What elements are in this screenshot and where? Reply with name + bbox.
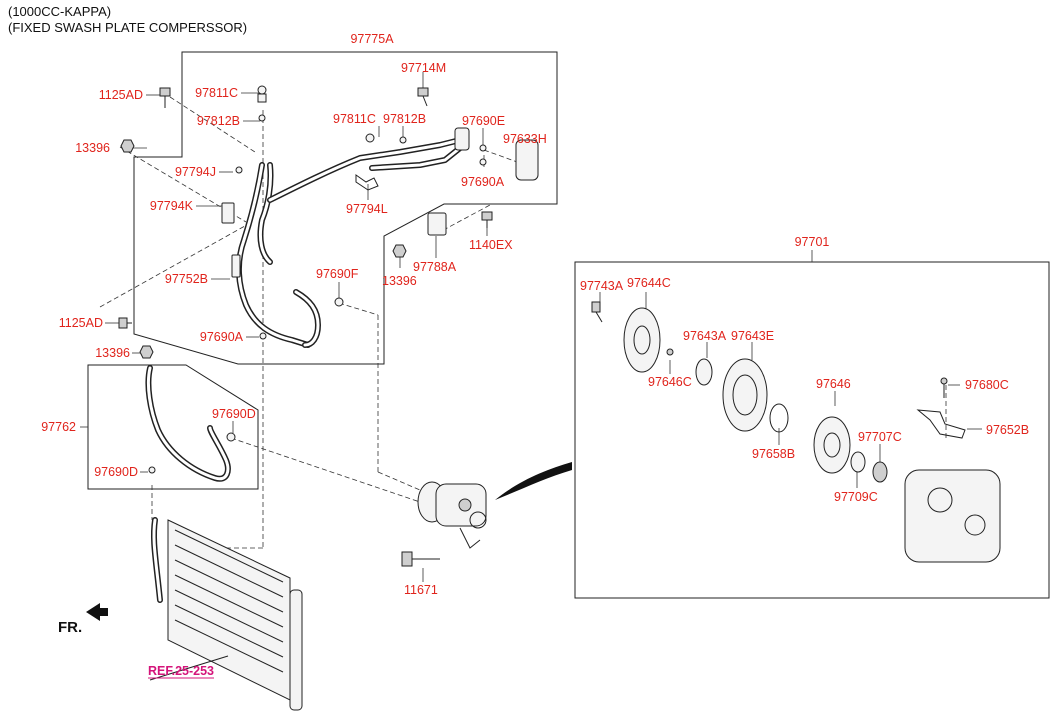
label-97794J: 97794J: [175, 165, 216, 179]
label-1125AD-top: 1125AD: [99, 88, 143, 102]
label-97690A-b: 97690A: [200, 330, 244, 344]
label-97788A: 97788A: [413, 260, 457, 274]
condenser: [150, 517, 303, 711]
label-97658B: 97658B: [752, 447, 795, 461]
label-97775A: 97775A: [350, 32, 394, 46]
pressure-switch-97788A: [427, 212, 447, 236]
label-97652B: 97652B: [986, 423, 1029, 437]
label-97794K: 97794K: [150, 199, 194, 213]
upper-hose-assembly: [221, 85, 539, 348]
label-97811C-a: 97811C: [195, 86, 238, 100]
label-97743A: 97743A: [580, 279, 624, 293]
label-13396-c: 13396: [95, 346, 130, 360]
lower-hose-97762: [145, 365, 236, 482]
label-97690F: 97690F: [316, 267, 359, 281]
label-97644C: 97644C: [627, 276, 671, 290]
label-97646C: 97646C: [648, 375, 692, 389]
clutch-plate-97644C: [623, 307, 661, 373]
label-97811C-b: 97811C: [333, 112, 376, 126]
label-97643E: 97643E: [731, 329, 774, 343]
compressor-body: [904, 469, 1001, 563]
exploded-compressor-parts: [623, 307, 1001, 563]
label-97646: 97646: [816, 377, 851, 391]
label-ref-25-253[interactable]: REF.25-253: [148, 664, 214, 678]
label-13396-b: 13396: [382, 274, 417, 288]
label-97762: 97762: [41, 420, 76, 434]
receiver-drier-97633H: [515, 139, 539, 181]
label-fr: FR.: [58, 619, 82, 636]
label-13396-a: 13396: [75, 141, 110, 155]
compressor-assembled: [417, 481, 487, 549]
header-line-1: (1000CC-KAPPA): [8, 4, 112, 19]
label-97643A: 97643A: [683, 329, 727, 343]
label-97701: 97701: [795, 235, 830, 249]
label-97812B-a: 97812B: [197, 114, 240, 128]
label-97709C: 97709C: [834, 490, 878, 504]
label-11671: 11671: [404, 583, 438, 597]
label-1140EX: 1140EX: [469, 238, 513, 252]
label-97690A-a: 97690A: [461, 175, 505, 189]
callout-wedge: [495, 462, 572, 500]
label-1125AD-mid: 1125AD: [59, 316, 103, 330]
pulley-97643E: [722, 358, 768, 432]
header-line-2: (FIXED SWASH PLATE COMPERSSOR): [8, 20, 248, 35]
label-97680C: 97680C: [965, 378, 1009, 392]
ref-leader: [149, 655, 229, 681]
label-97633H: 97633H: [503, 132, 547, 146]
field-coil-97646: [813, 416, 851, 474]
label-97794L: 97794L: [346, 202, 388, 216]
label-97690E: 97690E: [462, 114, 505, 128]
label-97714M: 97714M: [401, 61, 446, 75]
label-97690D-a: 97690D: [212, 407, 256, 421]
label-97707C: 97707C: [858, 430, 902, 444]
label-97812B-b: 97812B: [383, 112, 426, 126]
group-frame-97762: [87, 364, 259, 490]
label-97752B: 97752B: [165, 272, 208, 286]
group-frame-97775A: [133, 51, 558, 365]
front-direction-arrow: [86, 603, 108, 621]
sensor-97752B: [231, 254, 241, 278]
label-97690D-b: 97690D: [94, 465, 138, 479]
fasteners: [118, 87, 948, 567]
